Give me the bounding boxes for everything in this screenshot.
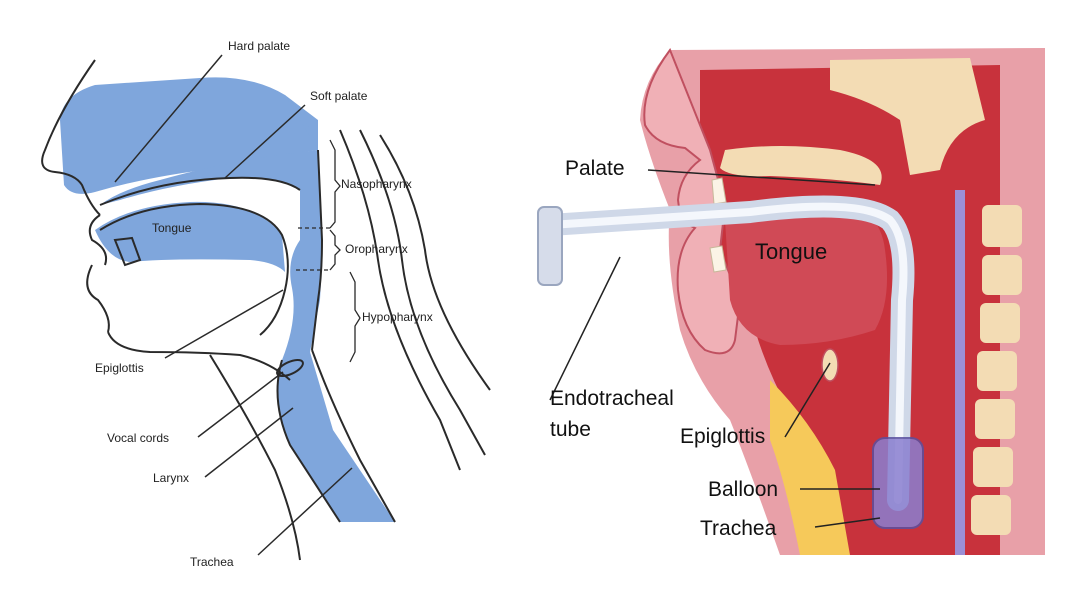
trachea-back-outline (311, 349, 396, 523)
larynx-front-outline (276, 359, 341, 523)
spine-curve-2 (359, 129, 486, 456)
teeth-upper (113, 236, 142, 267)
right-diagram-panel: Palate Tongue Endotracheal tube Epiglott… (530, 0, 1082, 606)
balloon-shape (872, 437, 924, 529)
spine-curve-3 (379, 134, 491, 391)
tube-highlight (546, 202, 908, 504)
left-diagram-panel: Hard palate Soft palate Tongue Nasophary… (0, 0, 520, 606)
pharynx-airway-fill (100, 95, 395, 522)
spine-vertebrae (955, 190, 1022, 555)
hard-palate-bone (720, 146, 882, 185)
pharynx-back-outline (311, 149, 324, 351)
label-epiglottis-right: Epiglottis (680, 425, 765, 448)
nose-outline (41, 59, 101, 216)
skull-bone (830, 58, 985, 175)
label-palate: Palate (565, 157, 625, 180)
hard-palate-outline (99, 176, 301, 206)
label-nasopharynx: Nasopharynx (341, 177, 412, 191)
neck-front-outline (209, 354, 301, 561)
pharynx-brackets (296, 139, 361, 363)
label-tube: tube (550, 418, 591, 441)
label-larynx: Larynx (153, 471, 189, 485)
label-vocal-cords: Vocal cords (107, 431, 169, 445)
label-tongue-right: Tongue (755, 239, 827, 264)
tongue-shape (725, 200, 888, 345)
vocal-cords-shape (276, 358, 304, 378)
label-balloon: Balloon (708, 478, 778, 501)
left-anatomy-svg: Hard palate Soft palate Tongue Nasophary… (41, 39, 491, 569)
tube-connector (537, 206, 563, 286)
label-trachea-right: Trachea (700, 517, 777, 540)
label-epiglottis-left: Epiglottis (95, 361, 144, 375)
epiglottis-shape (821, 348, 839, 382)
nasal-cavity-fill (60, 77, 318, 194)
label-hard-palate: Hard palate (228, 39, 290, 53)
tongue-outline (99, 202, 289, 336)
right-anatomy-svg: Palate Tongue Endotracheal tube Epiglott… (537, 47, 1045, 555)
teeth (709, 177, 727, 273)
right-leader-lines (549, 169, 881, 528)
label-endotracheal: Endotracheal (550, 387, 674, 410)
label-soft-palate: Soft palate (310, 89, 368, 103)
label-hypopharynx: Hypopharynx (362, 310, 433, 324)
spine-curve-1 (339, 129, 461, 471)
upper-lip-outline (88, 214, 108, 266)
label-trachea-left: Trachea (190, 555, 234, 569)
left-leader-lines (114, 54, 353, 556)
chin-outline (107, 331, 291, 381)
fat-layer (770, 380, 850, 555)
label-tongue-left: Tongue (152, 221, 192, 235)
mouth-floor-fill (95, 201, 285, 272)
lower-lip-outline (86, 264, 110, 333)
left-outline-strokes (41, 59, 491, 561)
label-oropharynx: Oropharynx (345, 242, 408, 256)
